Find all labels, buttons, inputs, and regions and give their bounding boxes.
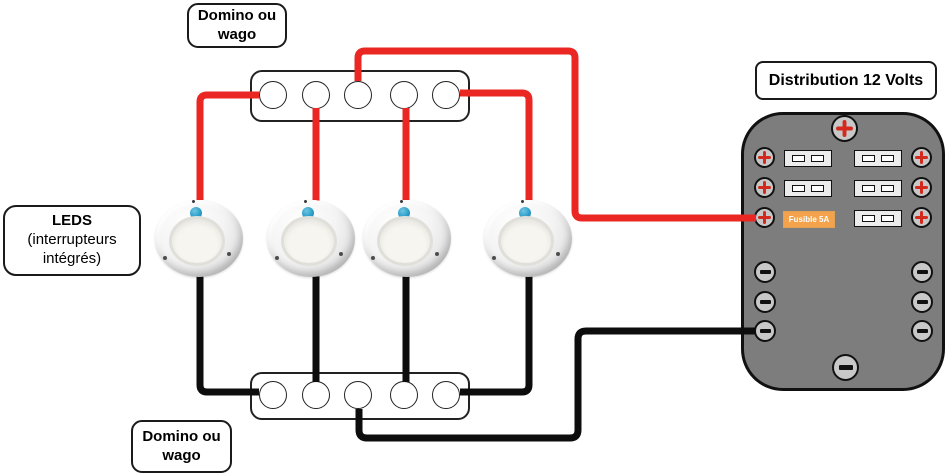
plus-icon [758,211,771,224]
positive-terminal [911,147,932,168]
label-text: Domino ou wago [142,427,221,464]
wire-terminal-dot [192,200,195,203]
screw-icon [339,252,343,256]
label-text: Distribution 12 Volts [768,71,924,89]
screw-icon [556,252,560,256]
wire-terminal-dot [304,200,307,203]
negative-terminal [754,291,776,313]
screw-icon [492,256,496,260]
led-lens [501,219,551,263]
terminal-hole [390,381,418,409]
plus-icon [758,151,771,164]
led-lens [172,219,222,263]
label-bottom-connector: Domino ou wago [131,420,232,473]
fuse-contact [861,215,875,222]
minus-icon [759,329,771,333]
label-distribution-panel: Distribution 12 Volts [755,61,937,100]
minus-icon [759,300,771,304]
negative-terminal [754,261,776,283]
led-light [363,200,451,277]
wire-terminal-dot [521,200,524,203]
leds-subtitle: (interrupteurs intégrés) [27,231,117,267]
screw-icon [163,256,167,260]
positive-terminal [911,177,932,198]
terminal-hole [344,381,372,409]
plus-icon [915,151,928,164]
label-leds: LEDS (interrupteurs intégrés) [3,205,141,276]
fuse-contact [791,185,805,192]
minus-icon [759,270,771,274]
negative-terminal [911,320,933,342]
fuse-contact [881,185,895,192]
led-light [484,200,572,277]
positive-terminal [911,207,932,228]
led-light [155,200,243,277]
main-positive-terminal [831,115,858,142]
led-power-button [519,207,531,219]
fuse-slot [784,180,832,197]
positive-terminal [754,147,775,168]
negative-terminal [754,320,776,342]
fuse-contact [791,155,805,162]
plus-icon [836,120,853,137]
fuse-slot [784,150,832,167]
terminal-hole [390,81,418,109]
terminal-hole [302,381,330,409]
leds-title: LEDS [51,212,92,230]
fuse-contact [811,185,825,192]
fuse-contact [861,185,875,192]
fuse-slot [854,210,902,227]
terminal-hole [259,381,287,409]
terminal-hole [259,81,287,109]
minus-icon [916,270,928,274]
wire-terminal-dot [400,200,403,203]
terminal-hole [344,81,372,109]
fuse-contact [881,215,895,222]
fuse-contact [861,155,875,162]
label-text: Domino ou wago [197,6,277,43]
minus-icon [916,329,928,333]
positive-terminal [754,177,775,198]
plus-icon [915,181,928,194]
positive-terminal [754,207,775,228]
screw-icon [435,252,439,256]
screw-icon [371,256,375,260]
fuse-contact [881,155,895,162]
terminal-hole [302,81,330,109]
led-power-button [302,207,314,219]
negative-terminal [911,261,933,283]
label-top-connector: Domino ou wago [187,3,287,48]
fuse-contact [811,155,825,162]
terminal-hole [432,81,460,109]
minus-icon [838,365,853,370]
plus-icon [915,211,928,224]
screw-icon [275,256,279,260]
fuse-slot [854,180,902,197]
fuse-badge: Fusible 5A [783,211,835,228]
plus-icon [758,181,771,194]
led-lens [380,219,430,263]
fuse-slot [854,150,902,167]
led-light [267,200,355,277]
led-power-button [190,207,202,219]
led-power-button [398,207,410,219]
main-negative-terminal [832,354,859,381]
terminal-hole [432,381,460,409]
screw-icon [227,252,231,256]
led-lens [284,219,334,263]
negative-terminal [911,291,933,313]
minus-icon [916,300,928,304]
